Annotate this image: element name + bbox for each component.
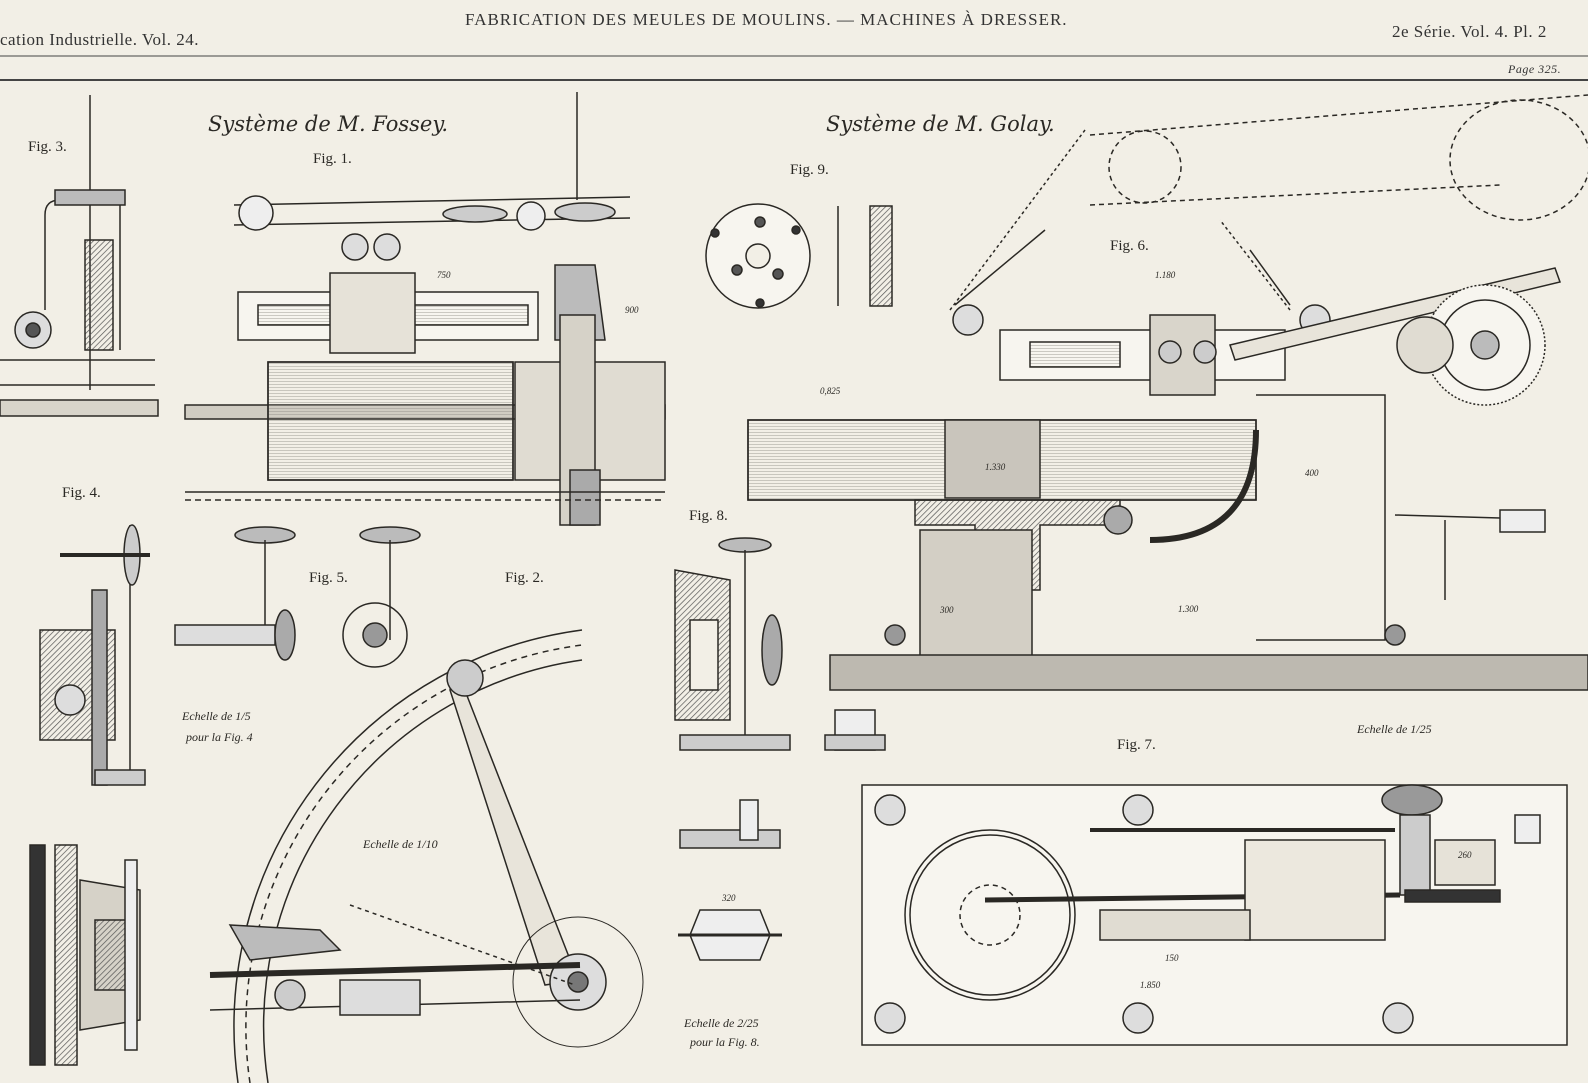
figure-6-drawing xyxy=(747,94,1588,691)
figure-8-drawing xyxy=(674,537,886,961)
plate-border xyxy=(0,55,1588,81)
header-series: 2e Série. Vol. 4. Pl. 2 xyxy=(1392,22,1547,41)
figure-6-label: Fig. 6. xyxy=(1110,238,1149,254)
figure-1-label: Fig. 1. xyxy=(313,151,352,167)
dimension-1850: 1.850 xyxy=(1140,980,1161,990)
dimension-1180: 1.180 xyxy=(1155,270,1176,280)
figure-3-drawing xyxy=(0,95,159,417)
header-publication: cation Industrielle. Vol. 24. xyxy=(0,30,199,49)
scale-fig8-line2: pour la Fig. 8. xyxy=(690,1035,760,1049)
scale-fig4-line2: pour la Fig. 4 xyxy=(186,730,253,744)
figure-5-drawing xyxy=(174,526,421,668)
system-fossey-heading: Système de M. Fossey. xyxy=(208,112,449,136)
figure-4-rack-drawing xyxy=(29,844,141,1066)
figure-2-drawing xyxy=(209,629,644,1083)
dimension-300: 300 xyxy=(940,605,954,615)
dimension-150: 150 xyxy=(1165,953,1179,963)
scale-fig4-line1: Echelle de 1/5 xyxy=(182,709,251,723)
dimension-320: 320 xyxy=(722,893,736,903)
figure-9-drawing xyxy=(705,203,893,309)
scale-fig8-line1: Echelle de 2/25 xyxy=(684,1016,759,1030)
figure-8-label: Fig. 8. xyxy=(689,508,728,524)
dimension-0825: 0,825 xyxy=(820,386,841,396)
header-page: Page 325. xyxy=(1508,62,1562,76)
figure-4-drawing xyxy=(39,524,150,786)
figure-9-label: Fig. 9. xyxy=(790,162,829,178)
dimension-1300: 1.300 xyxy=(1178,604,1199,614)
dimension-1330: 1.330 xyxy=(985,462,1006,472)
dimension-400: 400 xyxy=(1305,468,1319,478)
plate-title: FABRICATION DES MEULES DE MOULINS. — MAC… xyxy=(465,10,1068,29)
dimension-900: 900 xyxy=(625,305,639,315)
figure-4-label: Fig. 4. xyxy=(62,485,101,501)
figure-3-label: Fig. 3. xyxy=(28,139,67,155)
system-golay-heading: Système de M. Golay. xyxy=(826,112,1055,136)
dimension-260: 260 xyxy=(1458,850,1472,860)
dimension-750: 750 xyxy=(437,270,451,280)
figure-7-drawing xyxy=(861,784,1568,1046)
figure-5-label: Fig. 5. xyxy=(309,570,348,586)
figure-1-drawing xyxy=(184,92,666,526)
scale-fig6: Echelle de 1/25 xyxy=(1357,722,1432,736)
figure-2-label: Fig. 2. xyxy=(505,570,544,586)
scale-fig2: Echelle de 1/10 xyxy=(363,837,438,851)
figure-7-label: Fig. 7. xyxy=(1117,737,1156,753)
